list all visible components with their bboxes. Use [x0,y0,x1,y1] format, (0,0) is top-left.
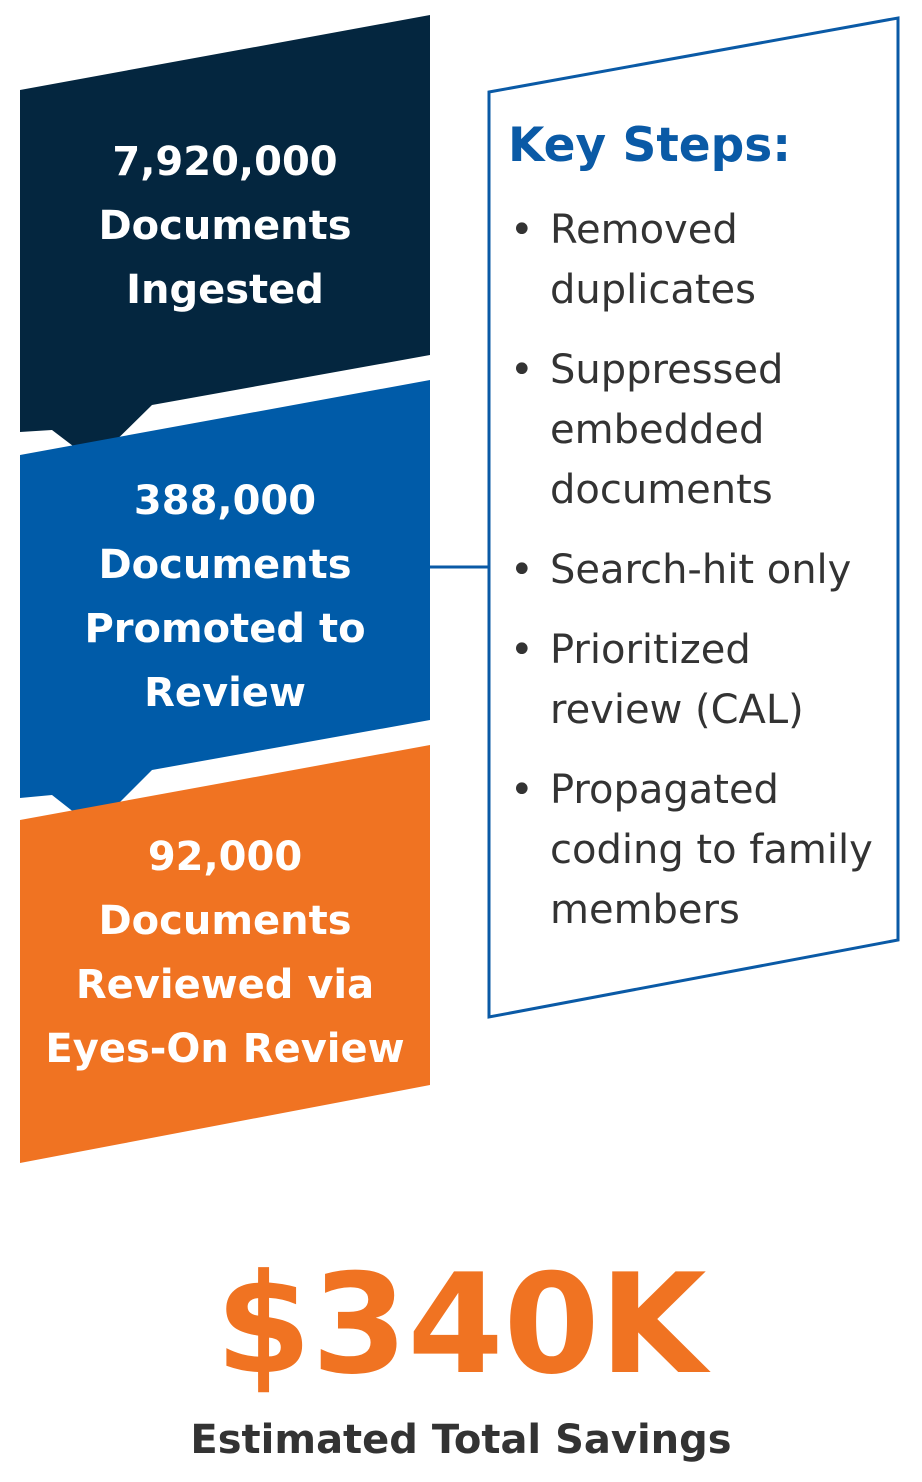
stage-promoted-label-1: Documents [98,542,352,588]
key-step-line: duplicates [550,267,756,313]
stage-ingested-label-1: Documents [98,203,352,249]
key-step-line: members [550,887,740,933]
stage-reviewed-label-2: Reviewed via [75,962,375,1008]
key-steps-title: Key Steps: [508,118,792,173]
stage-shape-promoted [20,380,430,828]
stage-ingested-label-2: Ingested [126,267,324,313]
savings-value: $340K [215,1244,707,1405]
stage-promoted-label-3: Review [144,670,306,716]
stage-reviewed-label-3: Eyes-On Review [45,1026,405,1072]
key-step-line: documents [550,467,773,513]
bullet-icon: • [510,207,534,253]
stage-promoted-text: 388,000 Documents Promoted to Review [20,469,430,725]
stage-reviewed-text: 92,000 Documents Reviewed via Eyes-On Re… [20,825,430,1081]
key-steps-box [487,16,900,1019]
stage-reviewed-label-1: Documents [98,898,352,944]
key-step-item: • Search-hit only [508,540,898,600]
stage-shape-ingested [20,15,430,462]
key-step-item: • Propagated coding to family members [508,760,898,940]
bullet-icon: • [510,547,534,593]
key-step-line: coding to family [550,827,873,873]
stage-promoted-count: 388,000 [133,478,317,524]
key-step-item: • Suppressed embedded documents [508,340,898,520]
key-step-line: Removed [550,207,738,253]
key-step-line: Search-hit only [550,547,852,593]
key-step-line: Prioritized [550,627,751,673]
savings-label: Estimated Total Savings [190,1417,732,1463]
bullet-icon: • [510,767,534,813]
stage-shape-reviewed [20,745,430,1163]
bullet-icon: • [510,627,534,673]
bullet-icon: • [510,347,534,393]
key-steps-list: • Removed duplicates • Suppressed embedd… [508,200,898,960]
stage-ingested-text: 7,920,000 Documents Ingested [20,130,430,322]
key-step-item: • Removed duplicates [508,200,898,320]
key-step-line: Suppressed [550,347,784,393]
stage-promoted-label-2: Promoted to [84,606,366,652]
key-step-line: embedded [550,407,765,453]
key-step-line: review (CAL) [550,687,804,733]
key-step-item: • Prioritized review (CAL) [508,620,898,740]
key-step-line: Propagated [550,767,779,813]
stage-ingested-count: 7,920,000 [112,139,338,185]
stage-reviewed-count: 92,000 [147,834,303,880]
